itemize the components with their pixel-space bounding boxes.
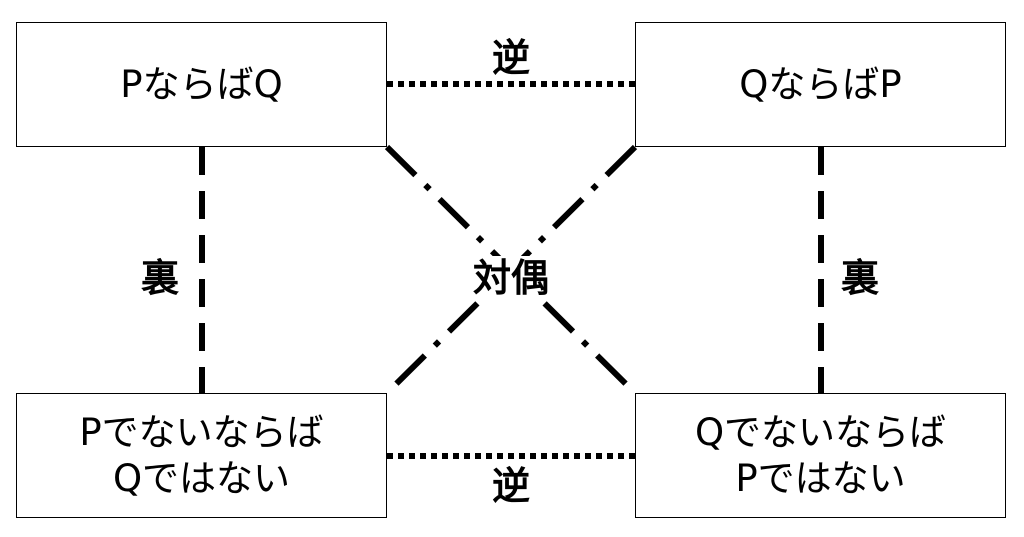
inverse-label-left: 裏 <box>138 256 182 300</box>
proposition-text-line: Pではない <box>735 456 906 500</box>
converse-label-top: 逆 <box>489 36 533 80</box>
proposition-box-inverse: Pでないならば Qではない <box>16 393 387 518</box>
converse-label-bottom: 逆 <box>489 464 533 508</box>
proposition-text-line: Qでないならば <box>694 410 947 454</box>
proposition-text-line: QならばP <box>739 62 902 106</box>
proposition-text-line: PならばQ <box>120 62 283 106</box>
inverse-label-right: 裏 <box>838 256 882 300</box>
proposition-text-line: Pでないならば <box>79 410 324 454</box>
proposition-box-original: PならばQ <box>16 22 387 147</box>
proposition-text-line: Qではない <box>112 456 291 500</box>
proposition-box-contrapositive: Qでないならば Pではない <box>635 393 1006 518</box>
contrapositive-label: 対偶 <box>466 256 556 300</box>
proposition-box-converse: QならばP <box>635 22 1006 147</box>
